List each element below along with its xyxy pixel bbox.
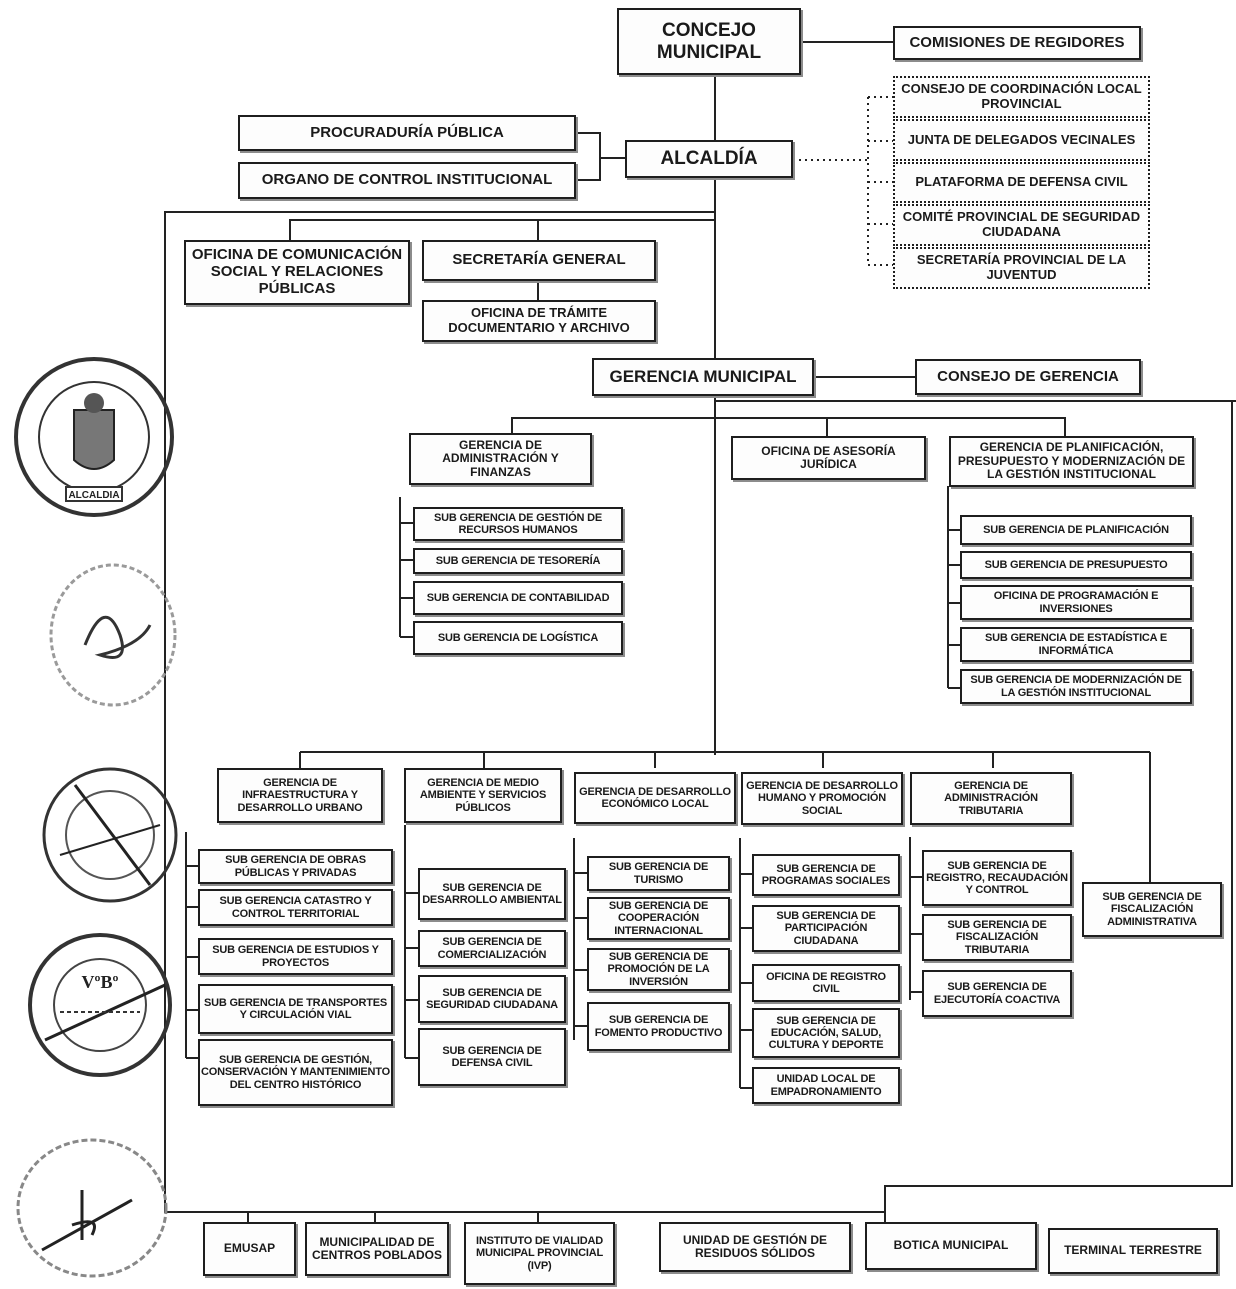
node-gerencia-economico: GERENCIA DE DESARROLLO ECONÓMICO LOCAL xyxy=(574,772,736,824)
node-oficina-comunicacion: OFICINA DE COMUNICACIÓN SOCIAL Y RELACIO… xyxy=(184,240,410,305)
node-sub-estadistica: SUB GERENCIA DE ESTADÍSTICA E INFORMÁTIC… xyxy=(960,627,1192,662)
node-sub-seguridad-ciudadana: SUB GERENCIA DE SEGURIDAD CIUDADANA xyxy=(418,975,566,1023)
node-sub-contabilidad: SUB GERENCIA DE CONTABILIDAD xyxy=(413,581,623,615)
svg-text:VºBº: VºBº xyxy=(82,972,119,992)
node-gerencia-planificacion: GERENCIA DE PLANIFICACIÓN, PRESUPUESTO Y… xyxy=(949,436,1194,487)
node-sub-obras: SUB GERENCIA DE OBRAS PÚBLICAS Y PRIVADA… xyxy=(198,849,393,884)
node-gerencia-medio-ambiente: GERENCIA DE MEDIO AMBIENTE Y SERVICIOS P… xyxy=(404,768,562,823)
node-gerencia-tributaria: GERENCIA DE ADMINISTRACIÓN TRIBUTARIA xyxy=(910,772,1072,825)
node-tramite-documentario: OFICINA DE TRÁMITE DOCUMENTARIO Y ARCHIV… xyxy=(422,300,656,342)
seal-alcaldia-stamp: ALCALDIA xyxy=(12,355,176,519)
node-sub-registro-recaudacion: SUB GERENCIA DE REGISTRO, RECAUDACIÓN Y … xyxy=(922,850,1072,906)
node-sub-fomento: SUB GERENCIA DE FOMENTO PRODUCTIVO xyxy=(587,1002,730,1051)
node-sub-presupuesto: SUB GERENCIA DE PRESUPUESTO xyxy=(960,551,1192,579)
node-gerencia-humano: GERENCIA DE DESARROLLO HUMANO Y PROMOCIÓ… xyxy=(741,772,903,825)
node-unidad-empadronamiento: UNIDAD LOCAL DE EMPADRONAMIENTO xyxy=(752,1067,900,1104)
node-ivp: INSTITUTO DE VIALIDAD MUNICIPAL PROVINCI… xyxy=(464,1222,615,1285)
node-consejo-gerencia: CONSEJO DE GERENCIA xyxy=(915,359,1141,395)
node-comite-seguridad: COMITÉ PROVINCIAL DE SEGURIDAD CIUDADANA xyxy=(893,204,1150,246)
node-gerencia-administracion: GERENCIA DE ADMINISTRACIÓN Y FINANZAS xyxy=(409,433,592,485)
node-sub-turismo: SUB GERENCIA DE TURISMO xyxy=(587,856,730,891)
node-residuos-solidos: UNIDAD DE GESTIÓN DE RESIDUOS SÓLIDOS xyxy=(659,1222,851,1272)
node-sub-transportes: SUB GERENCIA DE TRANSPORTES Y CIRCULACIÓ… xyxy=(198,984,393,1034)
node-control-institucional: ORGANO DE CONTROL INSTITUCIONAL xyxy=(238,162,576,199)
node-terminal-terrestre: TERMINAL TERRESTRE xyxy=(1048,1228,1218,1274)
node-secretaria-juventud: SECRETARÍA PROVINCIAL DE LA JUVENTUD xyxy=(893,247,1150,289)
node-sub-fiscalizacion-tributaria: SUB GERENCIA DE FISCALIZACIÓN TRIBUTARIA xyxy=(922,914,1072,961)
node-oficina-registro-civil: OFICINA DE REGISTRO CIVIL xyxy=(752,964,900,1002)
node-consejo-coordinacion: CONSEJO DE COORDINACIÓN LOCAL PROVINCIAL xyxy=(893,76,1150,118)
node-sub-centro-historico: SUB GERENCIA DE GESTIÓN, CONSERVACIÓN Y … xyxy=(198,1039,393,1106)
node-procuraduria-publica: PROCURADURÍA PÚBLICA xyxy=(238,115,576,151)
node-sub-defensa-civil: SUB GERENCIA DE DEFENSA CIVIL xyxy=(418,1028,566,1086)
node-sub-desarrollo-ambiental: SUB GERENCIA DE DESARROLLO AMBIENTAL xyxy=(418,868,566,920)
node-sub-promocion: SUB GERENCIA DE PROMOCIÓN DE LA INVERSIÓ… xyxy=(587,948,730,991)
node-sub-logistica: SUB GERENCIA DE LOGÍSTICA xyxy=(413,621,623,655)
node-sub-tesoreria: SUB GERENCIA DE TESORERÍA xyxy=(413,548,623,574)
seal-chachapoyas-stamp xyxy=(40,765,180,905)
node-sub-modernizacion: SUB GERENCIA DE MODERNIZACIÓN DE LA GEST… xyxy=(960,669,1192,704)
node-concejo-municipal: CONCEJO MUNICIPAL xyxy=(617,8,801,75)
node-sub-estudios: SUB GERENCIA DE ESTUDIOS Y PROYECTOS xyxy=(198,938,393,975)
seal-bottom-stamp xyxy=(12,1130,172,1280)
node-emusap: EMUSAP xyxy=(203,1222,296,1276)
node-oficina-programacion: OFICINA DE PROGRAMACIÓN E INVERSIONES xyxy=(960,585,1192,620)
node-plataforma-defensa-civil: PLATAFORMA DE DEFENSA CIVIL xyxy=(893,162,1150,203)
node-sub-comercializacion: SUB GERENCIA DE COMERCIALIZACIÓN xyxy=(418,930,566,967)
svg-text:ALCALDIA: ALCALDIA xyxy=(68,490,119,501)
seal-gerencia-stamp xyxy=(45,560,180,710)
node-sub-programas-sociales: SUB GERENCIA DE PROGRAMAS SOCIALES xyxy=(752,854,900,896)
node-junta-delegados: JUNTA DE DELEGADOS VECINALES xyxy=(893,119,1150,161)
node-sub-ejecutoria-coactiva: SUB GERENCIA DE EJECUTORÍA COACTIVA xyxy=(922,970,1072,1017)
node-sub-cooperacion: SUB GERENCIA DE COOPERACIÓN INTERNACIONA… xyxy=(587,897,730,940)
node-sub-planificacion: SUB GERENCIA DE PLANIFICACIÓN xyxy=(960,515,1192,545)
node-sub-participacion: SUB GERENCIA DE PARTICIPACIÓN CIUDADANA xyxy=(752,905,900,952)
seal-vb-stamp: VºBº xyxy=(25,930,175,1080)
node-sub-recursos-humanos: SUB GERENCIA DE GESTIÓN DE RECURSOS HUMA… xyxy=(413,507,623,541)
node-asesoria-juridica: OFICINA DE ASESORÍA JURÍDICA xyxy=(731,436,926,480)
node-gerencia-infraestructura: GERENCIA DE INFRAESTRUCTURA Y DESARROLLO… xyxy=(217,768,383,823)
node-sub-educacion: SUB GERENCIA DE EDUCACIÓN, SALUD, CULTUR… xyxy=(752,1008,900,1058)
node-centros-poblados: MUNICIPALIDAD DE CENTROS POBLADOS xyxy=(305,1222,449,1276)
node-alcaldia: ALCALDÍA xyxy=(625,140,793,178)
node-comisiones-regidores: COMISIONES DE REGIDORES xyxy=(893,26,1141,60)
node-sub-catastro: SUB GERENCIA CATASTRO Y CONTROL TERRITOR… xyxy=(198,889,393,926)
node-sub-fiscalizacion-administrativa: SUB GERENCIA DE FISCALIZACIÓN ADMINISTRA… xyxy=(1082,882,1222,937)
node-secretaria-general: SECRETARÍA GENERAL xyxy=(422,240,656,281)
node-gerencia-municipal: GERENCIA MUNICIPAL xyxy=(592,358,814,396)
node-botica-municipal: BOTICA MUNICIPAL xyxy=(865,1222,1037,1270)
